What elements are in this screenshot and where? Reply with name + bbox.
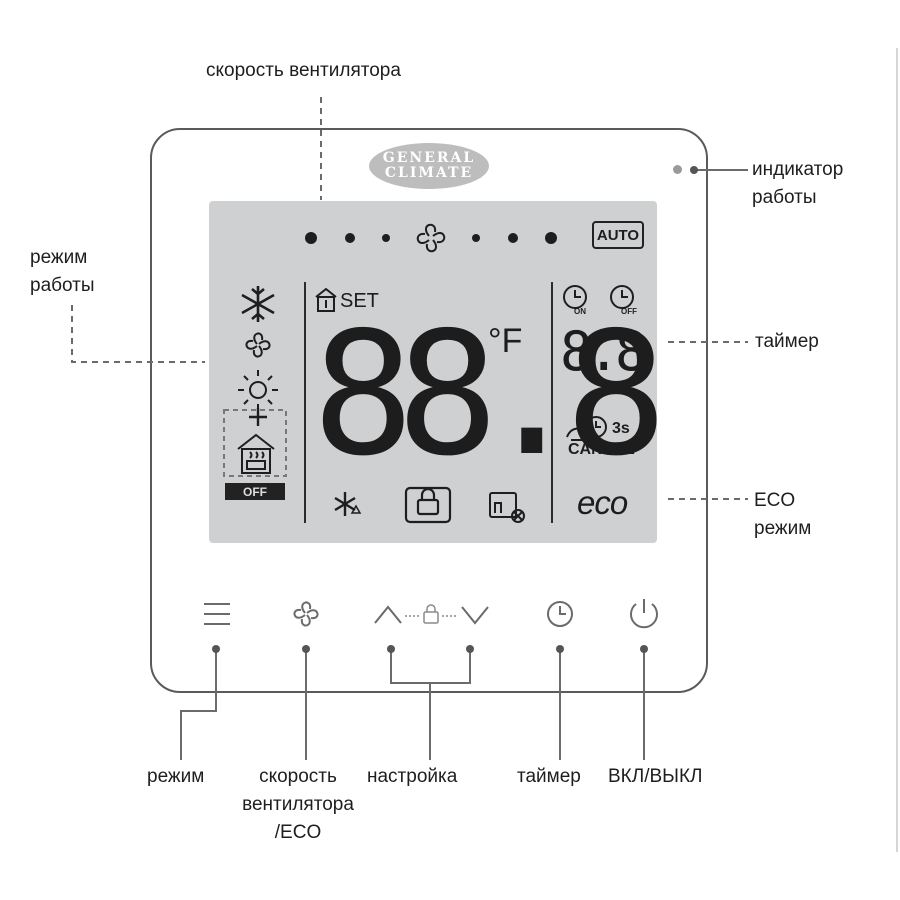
callout-indicator-line1: индикатор <box>752 159 844 180</box>
power-button-icon <box>630 599 658 629</box>
label-timer-button: таймер <box>517 766 581 787</box>
callout-mode-line1: режим <box>30 247 88 268</box>
up-arrow-icon <box>374 605 402 624</box>
set-label: SET <box>340 290 379 312</box>
lock-combo-icon <box>405 604 457 624</box>
timer-digits: 8.8 <box>560 320 648 383</box>
svg-text:OFF: OFF <box>621 307 637 316</box>
leader-setting-bracket <box>390 649 471 684</box>
plus-icon <box>249 408 267 426</box>
svg-text:ON: ON <box>574 307 586 316</box>
label-fan-button-line2: вентилятора <box>242 794 354 815</box>
cancel-label: CANCEL <box>568 441 635 458</box>
label-fan-button-line3: /ECO <box>274 822 322 843</box>
snowflake-icon <box>241 286 275 322</box>
clock-button-icon <box>547 601 573 627</box>
temperature-digits: 88.8 <box>312 296 667 494</box>
eco-mode-icon: eco <box>577 484 628 521</box>
leader-mode-button <box>180 649 217 760</box>
house-heat-icon <box>237 433 275 474</box>
label-power-button: ВКЛ/ВЫКЛ <box>608 766 703 787</box>
child-lock-icon <box>404 486 452 524</box>
fan-speed-dots <box>305 232 557 244</box>
leader-mode <box>71 305 205 363</box>
window-sensor-off-icon <box>489 492 525 523</box>
menu-icon <box>204 603 230 625</box>
callout-eco-line2: режим <box>754 518 812 539</box>
down-arrow-icon <box>461 606 489 625</box>
defrost-icon <box>334 492 362 516</box>
callout-indicator-line2: работы <box>752 187 817 208</box>
temperature-unit: °F <box>488 322 523 360</box>
timer-unit: H <box>635 364 647 381</box>
label-mode-button: режим <box>147 766 205 787</box>
label-setting-button: настройка <box>367 766 458 787</box>
brand-logo: GENERAL CLIMATE <box>369 143 489 189</box>
room-temp-icon <box>315 287 337 312</box>
leader-dots <box>212 166 698 653</box>
label-fan-button-line1: скорость <box>259 766 337 787</box>
logo-line1: GENERAL <box>382 150 476 166</box>
callout-timer: таймер <box>755 331 819 352</box>
hold-time-label: 3s <box>612 420 630 437</box>
callout-eco-line1: ECO <box>754 490 796 511</box>
sun-icon <box>238 370 278 410</box>
power-indicator-led <box>673 165 682 174</box>
callout-fan-speed: скорость вентилятора <box>206 60 401 81</box>
aux-heat-dashed-box <box>223 409 287 477</box>
fan-mode-icon <box>245 332 271 358</box>
auto-fan-badge: AUTO <box>592 221 644 249</box>
timer-on-clock-icon <box>563 285 587 309</box>
fan-icon <box>416 223 446 253</box>
timer-off-clock-icon <box>610 285 634 309</box>
callout-mode-line2: работы <box>30 275 95 296</box>
leader-lines <box>71 97 748 760</box>
hand-clock-icon <box>566 416 607 441</box>
fan-button-icon <box>293 601 319 627</box>
logo-line2: CLIMATE <box>384 165 474 181</box>
off-badge: OFF <box>225 483 285 500</box>
